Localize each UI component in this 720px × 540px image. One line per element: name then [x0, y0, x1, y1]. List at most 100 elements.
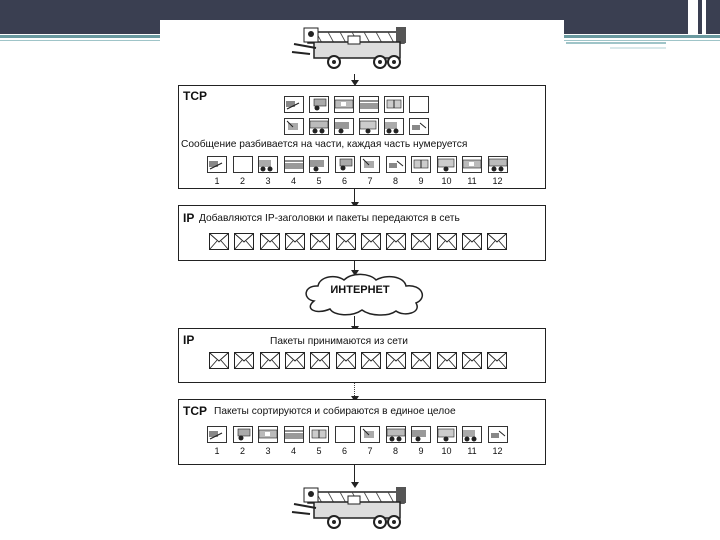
- flow-arrow: [351, 80, 359, 86]
- message-fragment: [385, 426, 406, 443]
- envelope-icon: [209, 233, 229, 250]
- stage-caption: Пакеты сортируются и собираются в единое…: [214, 406, 456, 417]
- message-fragment: [334, 156, 355, 173]
- flow-connector: [354, 316, 355, 328]
- message-fragment: [284, 118, 304, 135]
- fragment-number: 2: [239, 176, 245, 186]
- envelope-icon: [284, 352, 305, 369]
- message-fragment: [462, 156, 482, 173]
- fragment-number: 11: [467, 176, 477, 186]
- header-rule: [566, 42, 666, 44]
- fragment-number: 5: [316, 176, 322, 186]
- fragment-number: 5: [316, 446, 322, 456]
- message-fragment: [462, 426, 482, 443]
- message-fragment: [359, 96, 379, 113]
- message-fragment: [487, 156, 508, 173]
- envelope-icon: [411, 352, 432, 369]
- message-fragment: [309, 96, 329, 113]
- message-fragment: [411, 426, 431, 443]
- message-fragment: [409, 118, 429, 135]
- flow-arrow: [351, 482, 359, 488]
- message-fragment: [207, 426, 227, 443]
- message-fragment: [411, 156, 431, 173]
- fragment-number: 2: [239, 446, 245, 456]
- cloud-icon: [305, 273, 424, 316]
- flow-connector: [354, 188, 355, 204]
- envelope-icon: [335, 352, 356, 369]
- envelope-icon: [411, 233, 432, 250]
- fragment-number: 4: [290, 176, 296, 186]
- envelope-icon: [462, 233, 482, 250]
- message-fragment: [436, 426, 457, 443]
- envelope-icon: [487, 233, 508, 250]
- envelope-icon: [386, 352, 407, 369]
- crane-truck-icon: [291, 487, 406, 529]
- envelope-icon: [234, 352, 255, 369]
- header-accent: [702, 0, 706, 34]
- envelope-icon: [462, 352, 482, 369]
- message-fragment: [283, 426, 304, 443]
- fragment-number: 1: [214, 176, 220, 186]
- fragment-number: 7: [367, 446, 373, 456]
- message-fragment: [360, 426, 380, 443]
- envelope-icon: [259, 233, 280, 250]
- envelope-icon: [360, 233, 381, 250]
- message-fragment: [309, 426, 329, 443]
- header-accent: [688, 0, 698, 34]
- message-fragment: [258, 426, 278, 443]
- envelope-icon: [386, 233, 407, 250]
- fragment-number: 3: [265, 176, 271, 186]
- flow-connector: [354, 74, 355, 82]
- fragment-number: 8: [392, 446, 398, 456]
- fragment-number: 12: [492, 176, 503, 186]
- flow-connector: [354, 382, 355, 398]
- message-fragment: [436, 156, 457, 173]
- stage-label: IP: [183, 211, 195, 225]
- message-fragment: [384, 118, 404, 135]
- flow-connector: [354, 260, 355, 272]
- envelope-icon: [436, 233, 457, 250]
- message-fragment: [258, 156, 278, 173]
- fragment-number: 1: [214, 446, 220, 456]
- crane-truck-icon: [291, 27, 406, 69]
- envelope-icon: [209, 352, 229, 369]
- fragment-number: 10: [441, 446, 452, 456]
- stage-caption: Сообщение разбивается на части, каждая ч…: [181, 139, 468, 150]
- message-fragment: [385, 156, 406, 173]
- envelope-icon: [310, 352, 331, 369]
- fragment-number: 11: [467, 446, 477, 456]
- message-fragment: [384, 96, 404, 113]
- message-fragment: [283, 156, 304, 173]
- fragment-number: 8: [392, 176, 398, 186]
- envelope-icon: [487, 352, 508, 369]
- envelope-icon: [284, 233, 305, 250]
- flow-arrow: [351, 270, 359, 276]
- fragment-number: 4: [290, 446, 296, 456]
- envelope-icon: [436, 352, 457, 369]
- message-fragment: [284, 96, 304, 113]
- message-fragment: [207, 156, 227, 173]
- message-fragment: [487, 426, 508, 443]
- message-fragment: [232, 426, 253, 443]
- fragment-number: 12: [492, 446, 503, 456]
- stage-caption: Добавляются IP-заголовки и пакеты переда…: [199, 213, 460, 224]
- fragment-number: 6: [341, 446, 347, 456]
- envelope-icon: [310, 233, 331, 250]
- fragment-number: 9: [418, 446, 424, 456]
- stage-label: TCP: [183, 404, 207, 418]
- fragment-number: 9: [418, 176, 424, 186]
- message-fragment: [334, 426, 355, 443]
- message-fragment: [409, 96, 429, 113]
- fragment-number: 7: [367, 176, 373, 186]
- fragment-number: 6: [341, 176, 347, 186]
- fragment-number: 3: [265, 446, 271, 456]
- message-fragment: [232, 156, 253, 173]
- envelope-icon: [234, 233, 255, 250]
- flow-connector: [354, 464, 355, 484]
- message-fragment: [309, 156, 329, 173]
- fragment-number: 10: [441, 176, 452, 186]
- envelope-icon: [259, 352, 280, 369]
- message-fragment: [334, 118, 354, 135]
- message-fragment: [360, 156, 380, 173]
- envelope-icon: [360, 352, 381, 369]
